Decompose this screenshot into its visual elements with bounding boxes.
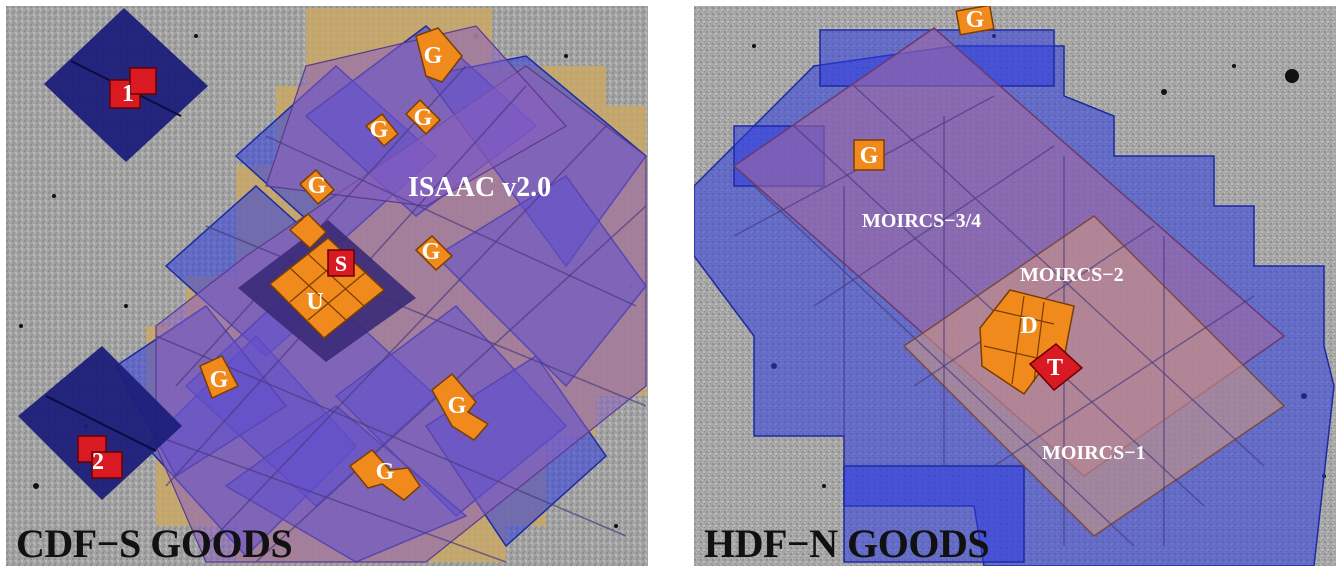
marker-g: G — [447, 393, 467, 419]
red-markers — [77, 67, 355, 479]
hdfn-field-map — [694, 6, 1336, 566]
marker-g: G — [375, 459, 395, 485]
cdfs-panel: ISAAC v2.0 1 2 S U G G G G G G G G CDF−S… — [6, 6, 648, 566]
hdfn-panel: MOIRCS−3/4 MOIRCS−2 MOIRCS−1 G G D T HDF… — [694, 6, 1336, 566]
orange-u-block — [268, 237, 386, 340]
isaac-label: ISAAC v2.0 — [408, 172, 552, 203]
orange-markers — [199, 27, 490, 501]
cdfs-field-map — [6, 6, 648, 566]
orange-markers — [853, 6, 1075, 396]
moircs-34-label: MOIRCS−3/4 — [862, 210, 982, 232]
marker-g: G — [369, 117, 389, 143]
marker-g: G — [859, 143, 879, 169]
marker-2: 2 — [92, 449, 104, 475]
moircs-2-label: MOIRCS−2 — [1020, 264, 1124, 286]
red-marker-t — [1028, 343, 1084, 392]
marker-u: U — [306, 289, 324, 315]
moircs-1-label: MOIRCS−1 — [1042, 442, 1146, 464]
marker-1: 1 — [122, 81, 134, 107]
marker-g: G — [423, 43, 443, 69]
marker-s: S — [334, 251, 348, 276]
marker-g: G — [307, 173, 327, 199]
marker-g: G — [413, 105, 433, 131]
marker-g: G — [421, 239, 441, 265]
moircs-1-footprint — [902, 215, 1286, 537]
marker-t: T — [1046, 355, 1063, 381]
hdfn-title: HDF−N GOODS — [704, 521, 990, 566]
marker-g: G — [209, 367, 229, 393]
cdfs-title: CDF−S GOODS — [16, 521, 293, 566]
marker-g: G — [965, 7, 985, 33]
marker-d: D — [1020, 313, 1038, 339]
